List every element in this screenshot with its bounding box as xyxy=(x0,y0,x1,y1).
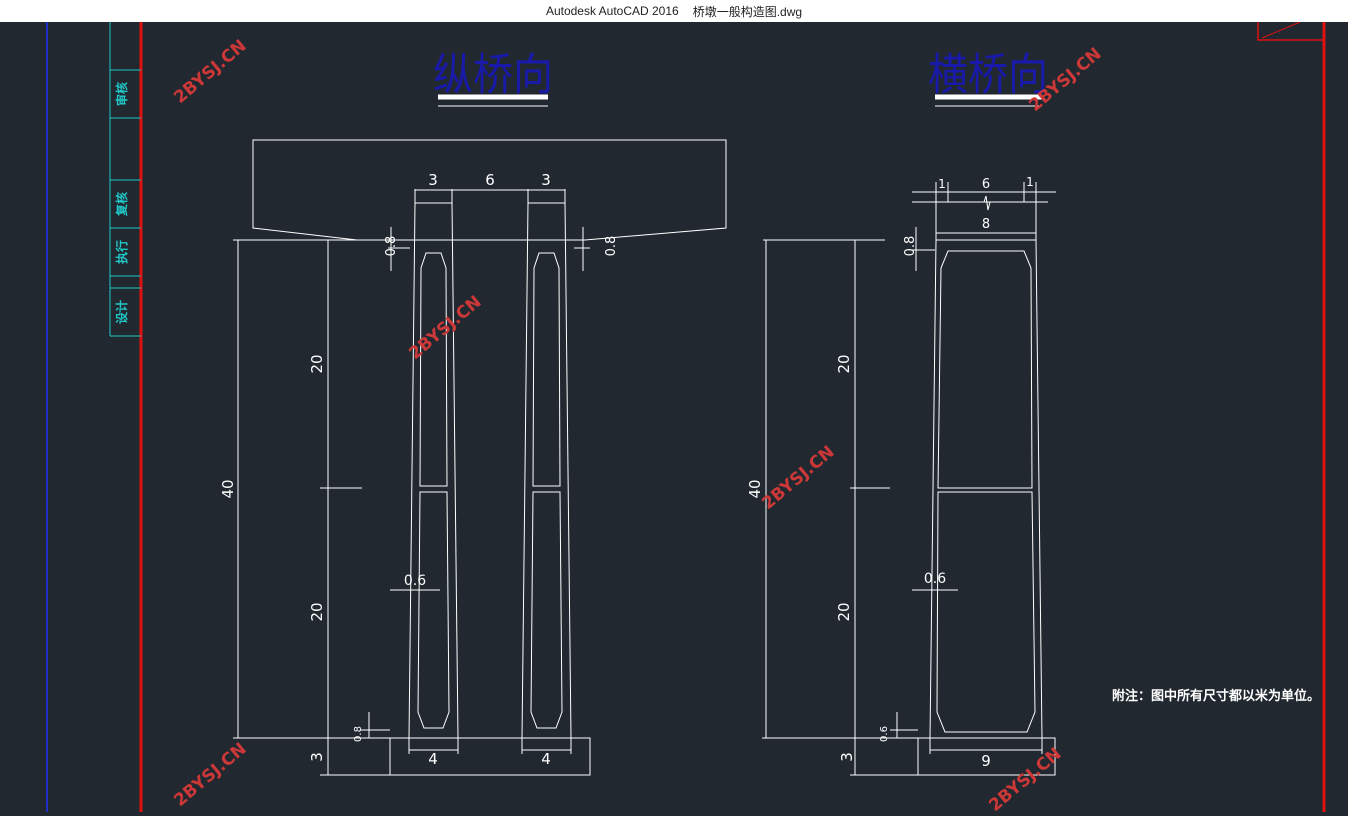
t-dim-20-top: 20 xyxy=(835,354,853,373)
dim-3-right: 3 xyxy=(541,171,551,189)
t-dim-20-bottom: 20 xyxy=(835,602,853,621)
dim-4-right: 4 xyxy=(541,750,551,768)
watermark-4: 2BYSJ.CN xyxy=(758,442,838,514)
t-dim-9: 9 xyxy=(981,752,991,770)
dim-0-8-base: 0.8 xyxy=(353,726,364,742)
t-dim-1-right: 1 xyxy=(1026,175,1034,189)
watermark-6: 2BYSJ.CN xyxy=(985,744,1065,812)
t-dim-1-left: 1 xyxy=(938,177,946,191)
t-dim-0-6: 0.6 xyxy=(924,571,946,587)
watermarks: 2BYSJ.CN 2BYSJ.CN 2BYSJ.CN 2BYSJ.CN 2BYS… xyxy=(170,36,1105,816)
footing-trans xyxy=(917,737,1056,776)
title-block-recheck: 复核 xyxy=(114,192,129,217)
transverse-view xyxy=(762,182,1056,776)
pier-trans-inner-top xyxy=(937,250,1033,489)
dim-40: 40 xyxy=(219,479,237,498)
dim-0-6: 0.6 xyxy=(404,573,426,589)
view-title-longitudinal: 纵桥向 xyxy=(433,49,553,100)
pier-left-inner-bot xyxy=(417,491,450,729)
pier-right-outline xyxy=(521,202,572,739)
t-dim-0-8: 0.8 xyxy=(903,236,918,257)
file-title: 桥墩一般构造图.dwg xyxy=(692,4,803,19)
t-dim-6: 6 xyxy=(982,177,990,192)
dim-3-left: 3 xyxy=(428,171,438,189)
app-title: Autodesk AutoCAD 2016 xyxy=(545,4,679,18)
title-block-design: 设计 xyxy=(114,300,129,324)
drawing-canvas[interactable]: 审核 复核 执行 设计 纵桥向 横桥向 xyxy=(0,21,1348,816)
pier-right-inner-top xyxy=(532,252,561,487)
pier-trans-inner-bot xyxy=(936,491,1036,733)
drawing-note: 附注：图中所有尺寸都以米为单位。 xyxy=(1112,688,1320,704)
cap-beam xyxy=(252,139,727,241)
frame-corner-mark xyxy=(1257,22,1324,41)
title-block-execute: 执行 xyxy=(114,240,129,264)
t-dim-40: 40 xyxy=(746,479,764,498)
dim-0-8-right: 0.8 xyxy=(604,236,619,257)
dim-0-8-left: 0.8 xyxy=(384,236,399,257)
transverse-dim-text: 1 6 1 8 0.8 20 40 20 0.6 0.6 3 9 xyxy=(746,175,1034,770)
watermark-5: 2BYSJ.CN xyxy=(170,739,250,811)
pier-right-inner-bot xyxy=(530,491,563,729)
pier-left-inner-top xyxy=(419,252,448,487)
watermark-1: 2BYSJ.CN xyxy=(170,36,250,108)
dim-20-top: 20 xyxy=(308,354,326,373)
t-dim-8: 8 xyxy=(982,217,990,232)
longitudinal-view xyxy=(233,139,727,776)
footing xyxy=(389,737,591,776)
dim-20-bottom: 20 xyxy=(308,602,326,621)
frame-corner-diag xyxy=(1261,21,1301,39)
window-title-bar: Autodesk AutoCAD 2016 桥墩一般构造图.dwg xyxy=(0,0,1348,22)
title-block-review: 审核 xyxy=(114,82,129,106)
view-title-transverse: 横桥向 xyxy=(928,49,1048,100)
watermark-3: 2BYSJ.CN xyxy=(405,292,485,364)
longitudinal-dim-text: 3 6 3 0.8 0.8 20 40 20 0.6 0.8 3 4 4 xyxy=(219,171,619,768)
dim-3-base: 3 xyxy=(308,752,326,762)
t-dim-0-6-base: 0.6 xyxy=(879,726,890,742)
dim-6: 6 xyxy=(485,171,495,189)
pier-left-outline xyxy=(408,202,459,739)
dim-4-left: 4 xyxy=(428,750,438,768)
t-dim-3-base: 3 xyxy=(838,752,856,762)
pier-trans-outline xyxy=(929,239,1043,739)
title-block xyxy=(109,22,141,337)
